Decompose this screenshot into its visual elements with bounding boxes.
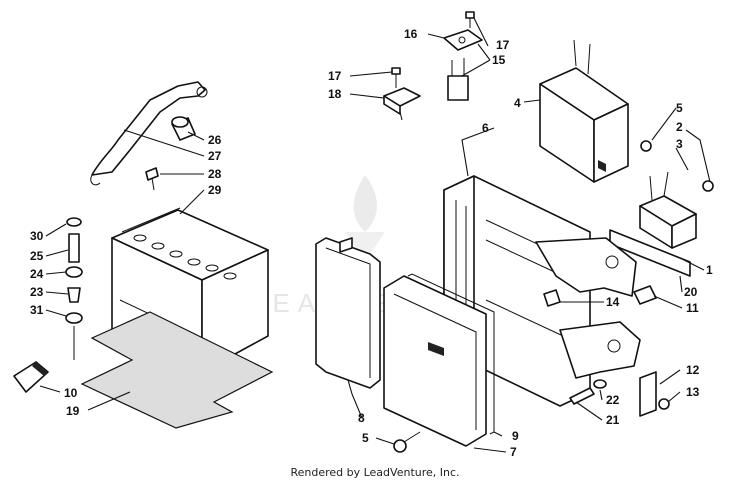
callout-14: 14 <box>606 295 620 309</box>
leader-lines <box>39 17 711 453</box>
callout-10: 10 <box>64 386 78 400</box>
callout-31: 31 <box>30 303 44 317</box>
callout-19: 19 <box>66 404 80 418</box>
callout-6: 6 <box>482 121 489 135</box>
render-credit: Rendered by LeadVenture, Inc. <box>290 466 460 479</box>
callout-16: 16 <box>404 27 418 41</box>
wire-clip-lower[interactable] <box>639 371 670 417</box>
mounting-bracket[interactable] <box>609 229 691 277</box>
callout-2: 2 <box>676 120 683 134</box>
cable-connector[interactable] <box>13 361 49 393</box>
cdi-module[interactable] <box>539 39 629 183</box>
callout-5-bottom: 5 <box>362 431 369 445</box>
callout-13: 13 <box>686 385 700 399</box>
callout-25: 25 <box>30 249 44 263</box>
callout-20: 20 <box>684 285 698 299</box>
callout-3: 3 <box>676 137 683 151</box>
callout-5-top: 5 <box>676 101 683 115</box>
cover-gasket[interactable] <box>407 273 495 435</box>
fuse-holder-parts[interactable] <box>443 11 483 101</box>
callout-17-left: 17 <box>328 69 342 83</box>
callout-15: 15 <box>492 53 506 67</box>
callout-22: 22 <box>606 393 620 407</box>
side-cover[interactable] <box>315 237 381 389</box>
callout-11: 11 <box>686 301 699 315</box>
callout-12: 12 <box>686 363 700 377</box>
callout-18: 18 <box>328 87 342 101</box>
callout-24: 24 <box>30 267 44 281</box>
battery-hardware-stack[interactable] <box>65 217 83 360</box>
cover-screw[interactable] <box>393 431 421 453</box>
callout-7: 7 <box>510 445 517 459</box>
callout-9: 9 <box>512 429 519 443</box>
terminal-bolt[interactable] <box>145 167 159 191</box>
battery-strap[interactable] <box>90 81 208 186</box>
callout-23: 23 <box>30 285 44 299</box>
callout-numbers: 1 2 3 4 5 5 6 7 8 9 10 11 12 13 14 15 16… <box>30 27 713 459</box>
callout-26: 26 <box>208 133 222 147</box>
callout-8: 8 <box>358 411 365 425</box>
housing-screw[interactable] <box>569 379 607 405</box>
callout-21: 21 <box>606 413 620 427</box>
wire-clamp[interactable] <box>383 67 421 121</box>
callout-17-top: 17 <box>496 38 510 52</box>
battery-mat[interactable] <box>80 311 274 429</box>
strap-cap[interactable] <box>171 116 196 141</box>
callout-27: 27 <box>208 149 222 163</box>
front-cover[interactable] <box>383 275 487 447</box>
voltage-regulator[interactable] <box>639 171 697 249</box>
callout-1: 1 <box>706 263 713 277</box>
callout-4: 4 <box>514 96 521 110</box>
callout-29: 29 <box>208 183 222 197</box>
wire-clip-upper[interactable] <box>633 285 657 305</box>
callout-28: 28 <box>208 167 222 181</box>
callout-30: 30 <box>30 229 44 243</box>
small-screws[interactable] <box>640 140 714 192</box>
